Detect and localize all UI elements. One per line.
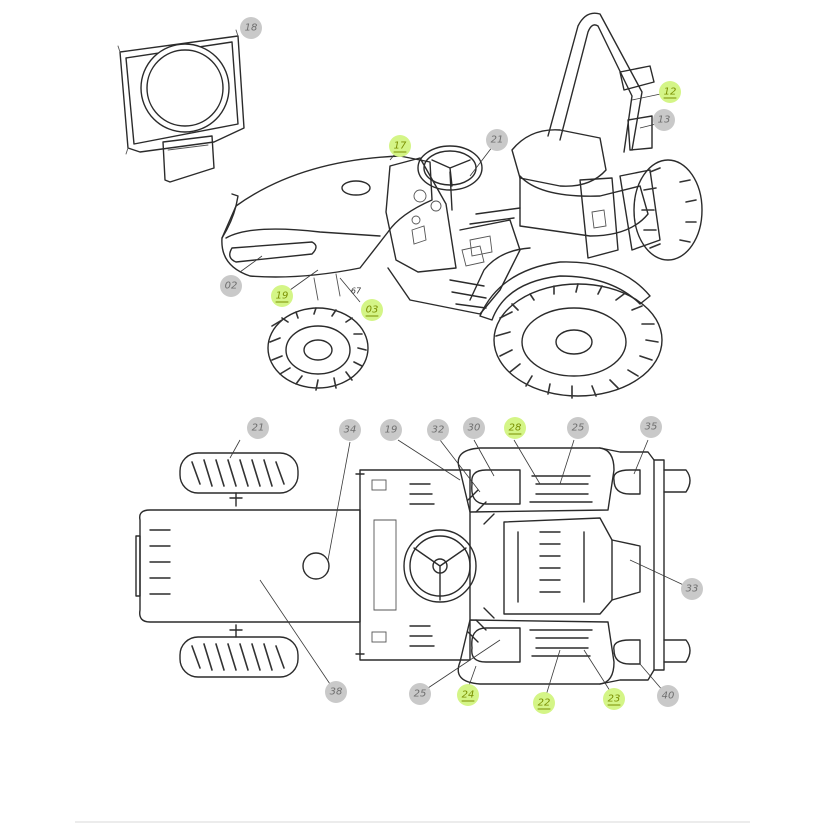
callout-35-bubble: [640, 416, 662, 438]
callout-21-upper-label: 21: [491, 135, 504, 146]
callout-19-upper-label: 19: [276, 291, 289, 302]
callout-28: 28: [504, 417, 526, 439]
callout-22-label: 22: [538, 698, 551, 709]
callout-19-lower-bubble: [380, 419, 402, 441]
callout-12-label: 12: [664, 87, 677, 98]
callout-19-upper-bubble: [271, 285, 293, 307]
callout-38-bubble: [325, 681, 347, 703]
callout-35-label: 35: [645, 422, 658, 433]
callout-23-label: 23: [608, 694, 621, 705]
callout-33-label: 33: [686, 584, 699, 595]
callout-30-label: 30: [468, 423, 481, 434]
callout-13-upper: 13: [653, 109, 675, 131]
callout-40: 40: [657, 685, 679, 707]
callout-40-bubble: [657, 685, 679, 707]
callout-23-bubble: [603, 688, 625, 710]
callout-67-label: 67: [351, 287, 362, 296]
callout-21-upper: 21: [486, 129, 508, 151]
callout-19-lower-label: 19: [385, 425, 398, 436]
callout-21-lower-bubble: [247, 417, 269, 439]
callout-22-bubble: [533, 692, 555, 714]
callout-67: 67: [351, 287, 362, 296]
callout-17: 17: [389, 135, 411, 157]
callout-17-bubble: [389, 135, 411, 157]
callout-02-label: 02: [225, 281, 238, 292]
callout-12: 12: [659, 81, 681, 103]
callout-32: 32: [427, 419, 449, 441]
callout-19-lower: 19: [380, 419, 402, 441]
callout-17-label: 17: [394, 141, 407, 152]
callout-33: 33: [681, 578, 703, 600]
callout-28-label: 28: [509, 423, 522, 434]
callout-28-bubble: [504, 417, 526, 439]
callout-40-label: 40: [662, 691, 675, 702]
callout-33-bubble: [681, 578, 703, 600]
callout-13-upper-label: 13: [658, 115, 671, 126]
tractor-isometric-drawing: [221, 12, 703, 399]
callout-21-lower-label: 21: [252, 423, 265, 434]
callout-03-label: 03: [366, 305, 379, 316]
fan-shroud-drawing: [117, 29, 245, 183]
callout-24-label: 24: [462, 690, 475, 701]
callout-24: 24: [457, 684, 479, 706]
callout-19-upper: 19: [271, 285, 293, 307]
callout-18-label: 18: [245, 23, 258, 34]
callout-25-lower-bubble: [409, 683, 431, 705]
callout-21-upper-bubble: [486, 129, 508, 151]
callout-38-label: 38: [330, 687, 343, 698]
callout-22: 22: [533, 692, 555, 714]
callout-30: 30: [463, 417, 485, 439]
callout-34-label: 34: [344, 425, 357, 436]
callout-18-bubble: [240, 17, 262, 39]
callout-25-upper: 25: [567, 417, 589, 439]
callout-12-bubble: [659, 81, 681, 103]
callout-21-lower: 21: [247, 417, 269, 439]
callout-02: 02: [220, 275, 242, 297]
callout-32-label: 32: [432, 425, 445, 436]
callout-13-upper-bubble: [653, 109, 675, 131]
callout-34-bubble: [339, 419, 361, 441]
callout-35: 35: [640, 416, 662, 438]
callout-23: 23: [603, 688, 625, 710]
callout-34: 34: [339, 419, 361, 441]
leader-lines: [229, 91, 691, 703]
callout-24-bubble: [457, 684, 479, 706]
callout-30-bubble: [463, 417, 485, 439]
callout-38: 38: [325, 681, 347, 703]
callout-03-bubble: [361, 299, 383, 321]
callout-18: 18: [240, 17, 262, 39]
tractor-top-view-drawing: [135, 447, 691, 685]
callout-02-bubble: [220, 275, 242, 297]
callout-25-lower-label: 25: [414, 689, 427, 700]
callout-25-upper-bubble: [567, 417, 589, 439]
callout-03: 03: [361, 299, 383, 321]
callout-25-upper-label: 25: [572, 423, 585, 434]
callout-25-lower: 25: [409, 683, 431, 705]
callout-32-bubble: [427, 419, 449, 441]
